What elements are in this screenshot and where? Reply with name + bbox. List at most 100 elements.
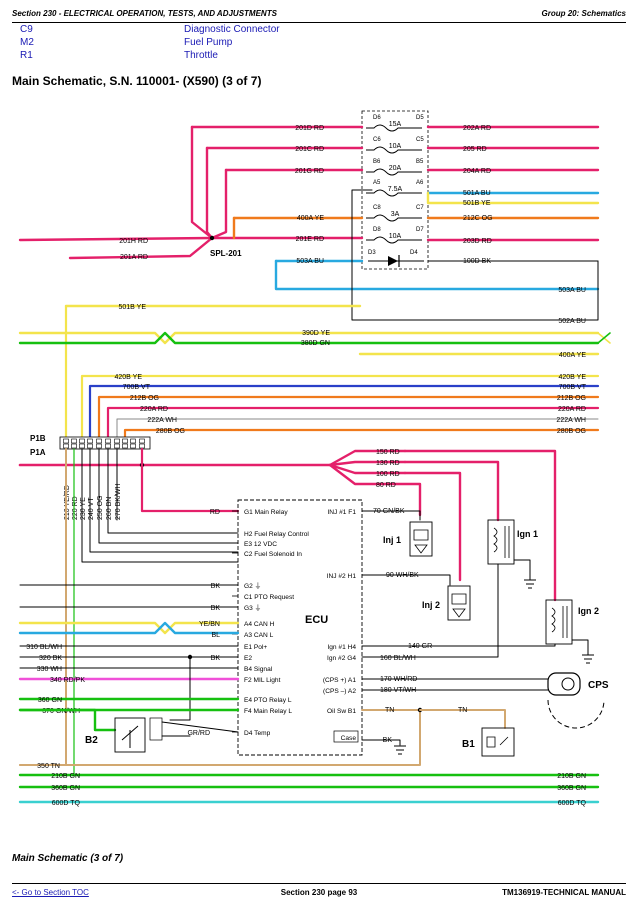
- wire: [210, 168, 228, 240]
- connector-pin: [87, 443, 93, 449]
- fuse-pin-label: D8: [373, 227, 381, 233]
- connector-pin: [63, 443, 69, 449]
- wire-label: 400A YE: [559, 352, 586, 359]
- wire-label: 212C OG: [463, 215, 493, 222]
- component-label: B1: [462, 739, 475, 750]
- wire: [18, 331, 600, 345]
- wire: [361, 739, 401, 746]
- ign-coil-2: [545, 599, 573, 645]
- fuse-pin-label: D5: [416, 115, 424, 121]
- ecu-pin-left: A3 CAN L: [244, 632, 274, 639]
- toc-link[interactable]: <- Go to Section TOC: [12, 888, 89, 897]
- wire-label: 280B OG: [156, 428, 185, 435]
- wire: [161, 721, 239, 733]
- connector-pin: [71, 438, 77, 444]
- fuse-rating: 15A: [389, 121, 402, 128]
- wire: [18, 621, 240, 635]
- ecu-pin-left: E1 Pol+: [244, 644, 267, 651]
- wire-label-vertical: 270 BK/WH: [115, 483, 122, 520]
- wire: [328, 449, 407, 467]
- wire-label: 420B YE: [114, 374, 142, 381]
- connector-label: P1B: [30, 434, 46, 443]
- fuse-symbol: [366, 214, 422, 222]
- wire: [361, 510, 421, 521]
- connector-label: P1A: [30, 448, 46, 457]
- ecu-pin-right: (CPS +) A1: [323, 677, 356, 684]
- wire: [403, 471, 462, 582]
- schematic-title: Main Schematic, S.N. 110001- (X590) (3 o…: [12, 74, 262, 88]
- wire-label: 310 BL/WH: [26, 644, 62, 651]
- wire: [361, 574, 451, 586]
- ign-coil-1: [487, 519, 515, 565]
- wire-label: 360 GN: [38, 697, 62, 704]
- wire-label: 201A RD: [120, 254, 148, 261]
- fuse-pin-label: C5: [416, 137, 424, 143]
- connector-pin: [79, 443, 85, 449]
- manual-id: TM136919-TECHNICAL MANUAL: [502, 888, 626, 897]
- wire-label: 370 GN/WH: [42, 708, 80, 715]
- ecu-pin-left: F2 MIL Light: [244, 677, 281, 684]
- ecu-pin-left: G3 ⏚: [244, 604, 261, 612]
- wire-label: 380D GN: [301, 340, 330, 347]
- ecu-pin-left: A4 CAN H: [244, 621, 275, 628]
- wire-label: 203D RD: [463, 238, 492, 245]
- component-label: B2: [85, 735, 98, 746]
- wire-bus: [116, 418, 599, 441]
- fuse-rating: 10A: [389, 233, 402, 240]
- wire-label-vertical: 240 VT: [88, 497, 95, 520]
- wire-label: 100D BK: [463, 258, 491, 265]
- ecu-label: ECU: [305, 614, 328, 626]
- fuse-pin-label: B6: [373, 159, 381, 165]
- ecu-pin-left: E2: [244, 655, 252, 662]
- ecu-pin-right: Oil Sw B1: [327, 708, 356, 715]
- ecu-pin-left: E3 12 VDC: [244, 541, 277, 548]
- section-title: Section 230 - ELECTRICAL OPERATION, TEST…: [12, 9, 277, 18]
- diode-pin-label: D4: [410, 250, 418, 256]
- fuse-rating: 3A: [391, 211, 400, 218]
- wire-label: 201H RD: [119, 238, 148, 245]
- fuse-pin-label: D6: [373, 115, 381, 121]
- wire-label: 100 RD: [376, 471, 400, 478]
- ecu-pin-left: H2 Fuel Relay Control: [244, 531, 309, 538]
- component-label: Ign 1: [517, 529, 538, 539]
- ign-coil-2-symbol: [551, 606, 568, 638]
- wire: [571, 639, 589, 656]
- connector-pin: [63, 438, 69, 444]
- wire-label: 700B VT: [123, 384, 151, 391]
- wire-label: 280B OG: [557, 428, 586, 435]
- diode-pin-label: D3: [368, 250, 376, 256]
- wire-label: YE/BN: [199, 621, 220, 628]
- wire-label-vertical: 230 YE: [80, 497, 87, 520]
- wire-label: 400A YE: [297, 215, 324, 222]
- wire-label: TN: [458, 707, 467, 714]
- wire-label: 220A RD: [558, 406, 586, 413]
- wire-label: 210B GN: [51, 773, 80, 780]
- injector-1: [409, 521, 433, 557]
- wire-label: 340 RD/PK: [50, 677, 85, 684]
- component-label: Inj 2: [422, 600, 440, 610]
- diode-symbol: [388, 256, 398, 266]
- fuse-pin-label: A5: [373, 180, 381, 186]
- ecu-pin-right: INJ #2 H1: [327, 573, 357, 580]
- wire: [98, 448, 239, 544]
- group-title: Group 20: Schematics: [541, 9, 626, 18]
- wire-label: 210B GN: [557, 773, 586, 780]
- page-footer: <- Go to Section TOC Section 230 page 93…: [12, 883, 626, 900]
- component-label: Inj 1: [383, 535, 401, 545]
- injector-2-symbol: [451, 593, 467, 618]
- ecu-pin-left: G1 Main Relay: [244, 509, 288, 516]
- wire-label-vertical: 250 OG: [97, 495, 104, 520]
- component-label: Ign 2: [578, 606, 599, 616]
- wire-label: 204A RD: [463, 168, 491, 175]
- wire-bus: [97, 395, 600, 442]
- wire: [140, 447, 240, 513]
- ecu-pin-right: Ign #2 G4: [327, 655, 356, 662]
- wire-label: 501A BU: [463, 190, 491, 197]
- wire: [328, 463, 422, 517]
- connector-pin: [71, 443, 77, 449]
- ecu-pin-left: G2 ⏚: [244, 582, 261, 590]
- wire-label: TN: [385, 707, 394, 714]
- connector-pin: [96, 443, 102, 449]
- wire-label: 222A WH: [147, 417, 177, 424]
